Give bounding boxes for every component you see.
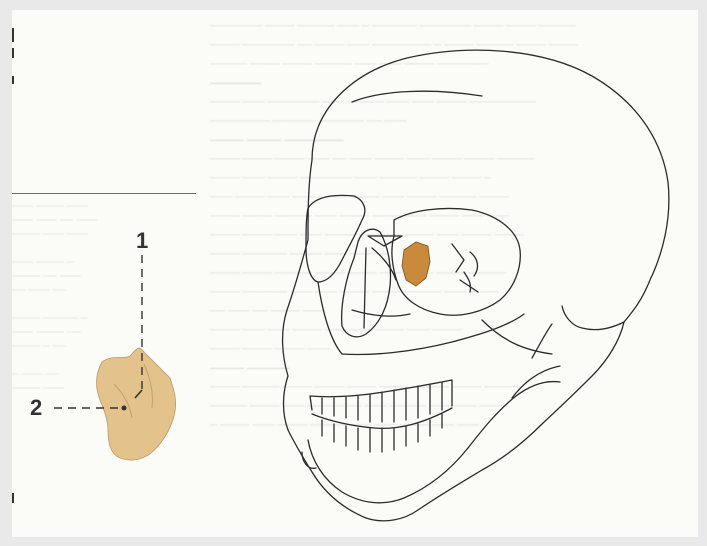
- left-orbit: [306, 195, 365, 282]
- callout-1-label: 1: [136, 228, 148, 254]
- skull-illustration: [12, 10, 698, 537]
- book-page: ─────── ──── ───── ─── ─ ────── ─────── …: [12, 10, 698, 537]
- upper-teeth: [310, 380, 452, 422]
- callout-2-label: 2: [30, 395, 42, 421]
- highlighted-bone: [402, 242, 430, 286]
- skull-outline: [283, 50, 669, 521]
- isolated-bone: [97, 348, 176, 460]
